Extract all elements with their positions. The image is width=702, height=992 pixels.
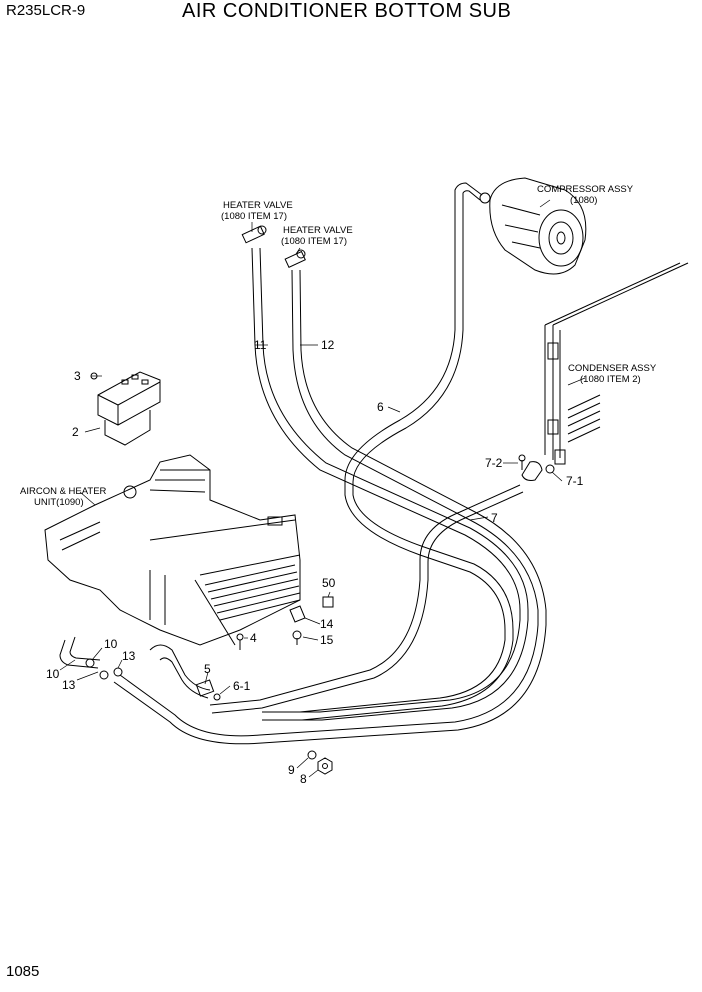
bolt-4 bbox=[236, 633, 244, 650]
condenser-assy bbox=[544, 262, 689, 465]
compressor-pipe-bend bbox=[454, 182, 483, 205]
svg-text:(1080): (1080) bbox=[570, 195, 597, 206]
receiver-hose-5 bbox=[149, 644, 221, 701]
callout-7-1: 7-1 bbox=[566, 474, 584, 488]
heater-valve-right bbox=[284, 249, 306, 268]
model-code: R235LCR-9 bbox=[6, 2, 86, 19]
page-number: 1085 bbox=[6, 963, 40, 980]
clamp-50 bbox=[322, 596, 334, 608]
callout-10-lower: 10 bbox=[46, 667, 60, 681]
heater-hose-11 bbox=[251, 247, 529, 721]
callout-11: 11 bbox=[254, 338, 267, 352]
callout-9: 9 bbox=[288, 763, 295, 777]
callout-14: 14 bbox=[320, 617, 334, 631]
heater-hose-12 bbox=[113, 269, 547, 745]
svg-text:(1080 ITEM 17): (1080 ITEM 17) bbox=[281, 236, 347, 247]
svg-text:HEATER VALVE: HEATER VALVE bbox=[223, 200, 293, 211]
callout-13-lower: 13 bbox=[62, 678, 76, 692]
callout-2: 2 bbox=[72, 425, 79, 439]
callout-10-upper: 10 bbox=[104, 637, 118, 651]
callout-7: 7 bbox=[491, 511, 498, 525]
svg-text:COMPRESSOR ASSY: COMPRESSOR ASSY bbox=[537, 184, 634, 195]
control-unit bbox=[97, 371, 161, 446]
bolt-15 bbox=[292, 630, 302, 645]
callout-12: 12 bbox=[321, 338, 335, 352]
callout-6-1: 6-1 bbox=[233, 679, 251, 693]
liquid-hose-7 bbox=[209, 484, 524, 714]
fitting-7-2 bbox=[518, 454, 526, 470]
condenser-connector bbox=[521, 461, 543, 481]
svg-text:UNIT(1090): UNIT(1090) bbox=[34, 497, 84, 508]
callout-13-upper: 13 bbox=[122, 649, 136, 663]
callout-15: 15 bbox=[320, 633, 334, 647]
leader-lines bbox=[59, 199, 586, 778]
svg-text:(1080 ITEM 17): (1080 ITEM 17) bbox=[221, 211, 287, 222]
caption-aircon-unit: AIRCON & HEATER UNIT(1090) bbox=[20, 486, 107, 508]
callout-50: 50 bbox=[322, 576, 336, 590]
o-ring-9 bbox=[307, 750, 317, 760]
o-ring-7-1 bbox=[545, 464, 555, 474]
nut-8 bbox=[317, 757, 333, 775]
caption-condenser: CONDENSER ASSY (1080 ITEM 2) bbox=[568, 363, 657, 385]
svg-text:AIRCON & HEATER: AIRCON & HEATER bbox=[20, 486, 107, 497]
caption-heater-valve-1: HEATER VALVE (1080 ITEM 17) bbox=[221, 200, 293, 222]
page-title: AIR CONDITIONER BOTTOM SUB bbox=[182, 0, 512, 22]
suction-hose-6 bbox=[299, 205, 514, 721]
callout-6: 6 bbox=[377, 400, 384, 414]
caption-compressor: COMPRESSOR ASSY (1080) bbox=[537, 184, 634, 206]
callout-5: 5 bbox=[204, 662, 211, 676]
svg-text:HEATER VALVE: HEATER VALVE bbox=[283, 225, 353, 236]
callout-3: 3 bbox=[74, 369, 81, 383]
svg-text:(1080 ITEM 2): (1080 ITEM 2) bbox=[580, 374, 641, 385]
aircon-heater-unit bbox=[44, 454, 301, 646]
heater-valve-left bbox=[241, 225, 267, 244]
svg-text:CONDENSER ASSY: CONDENSER ASSY bbox=[568, 363, 657, 374]
callout-4: 4 bbox=[250, 631, 257, 645]
compressor-assy bbox=[479, 177, 587, 275]
callout-8: 8 bbox=[300, 772, 307, 786]
bracket-14 bbox=[289, 605, 306, 623]
callout-7-2: 7-2 bbox=[485, 456, 503, 470]
caption-heater-valve-2: HEATER VALVE (1080 ITEM 17) bbox=[281, 225, 353, 247]
